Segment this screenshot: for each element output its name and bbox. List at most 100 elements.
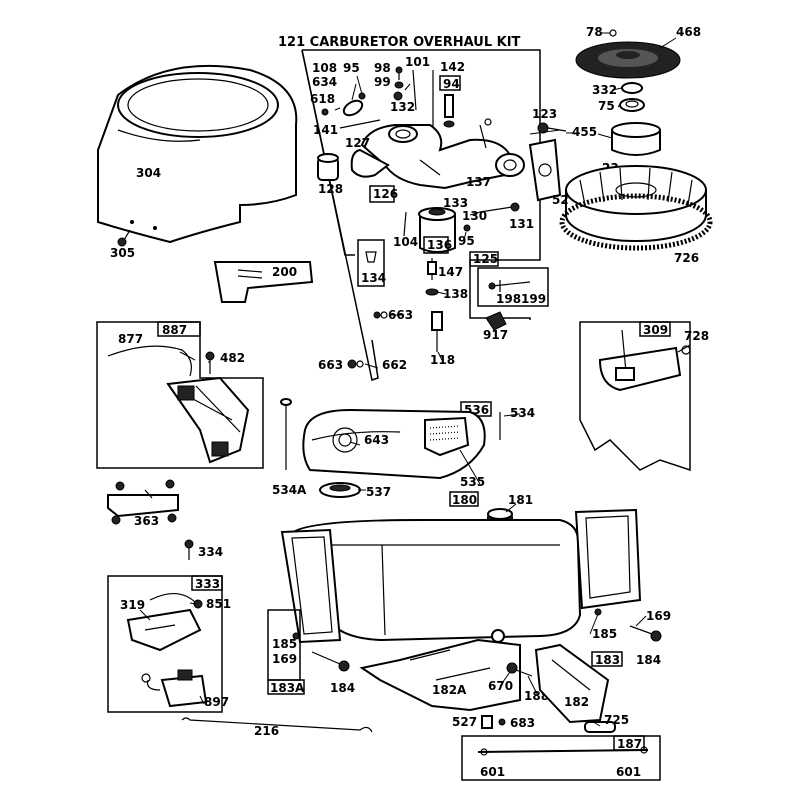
label-728: 728 — [684, 329, 709, 343]
clip-917 — [485, 311, 507, 331]
label-319: 319 — [120, 598, 145, 612]
bracket-182a — [359, 638, 521, 712]
box-126 — [369, 185, 395, 203]
box-198-199 — [477, 267, 549, 307]
choke-shaft-141 — [339, 119, 381, 129]
part-132-icon — [393, 91, 403, 101]
flywheel-23 — [559, 165, 713, 251]
needle-101 — [412, 69, 417, 111]
bolt-184b — [629, 625, 662, 642]
label-181: 181 — [508, 493, 533, 507]
label-534: 534 — [510, 406, 535, 420]
nut-663b — [347, 359, 364, 369]
label-95b: 95 — [458, 234, 475, 248]
label-634: 634 — [312, 75, 337, 89]
label-601a: 601 — [480, 765, 505, 779]
bracket-363 — [107, 479, 179, 525]
label-132: 132 — [390, 100, 415, 114]
label-134: 134 — [361, 271, 386, 285]
bolt-123 — [537, 122, 567, 134]
label-184a: 184 — [330, 681, 355, 695]
label-133: 133 — [443, 196, 468, 210]
label-363: 363 — [134, 514, 159, 528]
leader-lines — [139, 32, 677, 727]
label-118: 118 — [430, 353, 455, 367]
part-618-icon — [321, 108, 329, 116]
fuel-inlet-118 — [431, 311, 443, 352]
label-334: 334 — [198, 545, 223, 559]
label-142: 142 — [440, 60, 465, 74]
label-663b: 663 — [318, 358, 343, 372]
label-183a: 183A — [270, 681, 305, 695]
label-95a: 95 — [343, 61, 360, 75]
choke-plate-634 — [342, 99, 364, 117]
label-126: 126 — [373, 187, 398, 201]
carburetor-kit-outline-lower — [301, 49, 355, 256]
label-187: 187 — [617, 737, 642, 751]
box-309 — [579, 321, 691, 472]
label-332: 332 — [592, 83, 617, 97]
part-683-icon — [498, 718, 506, 726]
tank-strap-left — [280, 528, 342, 644]
label-601b: 601 — [616, 765, 641, 779]
box-134 — [357, 239, 385, 287]
diagram-title: 121 CARBURETOR OVERHAUL KIT — [278, 35, 521, 50]
label-199: 199 — [521, 292, 546, 306]
clutch-455 — [611, 122, 661, 156]
washer-332 — [621, 82, 643, 94]
fuel-tank — [288, 519, 582, 643]
label-169b: 169 — [646, 609, 671, 623]
screw-334 — [184, 539, 194, 560]
label-130: 130 — [462, 209, 487, 223]
screw-131 — [479, 206, 513, 213]
part-95b-icon — [463, 224, 471, 232]
part-95a-icon — [358, 92, 366, 100]
bowl-128 — [317, 153, 339, 181]
gasket-52 — [528, 138, 562, 202]
spacer-725 — [584, 721, 616, 733]
box-94 — [439, 75, 461, 91]
box-136 — [423, 236, 449, 254]
box-887 — [96, 321, 264, 469]
label-123: 123 — [532, 107, 557, 121]
label-537: 537 — [366, 485, 391, 499]
label-75: 75 — [598, 99, 615, 113]
blower-housing — [97, 64, 298, 244]
label-131: 131 — [509, 217, 534, 231]
label-185b: 185 — [592, 627, 617, 641]
label-198: 198 — [496, 292, 521, 306]
label-104: 104 — [393, 235, 418, 249]
label-52: 52 — [552, 193, 569, 207]
label-138: 138 — [443, 287, 468, 301]
label-725: 725 — [604, 713, 629, 727]
label-527: 527 — [452, 715, 477, 729]
label-78: 78 — [586, 25, 603, 39]
label-917: 917 — [483, 328, 508, 342]
screw-305 — [117, 229, 131, 247]
label-182: 182 — [564, 695, 589, 709]
label-125: 125 — [473, 252, 498, 266]
label-535: 535 — [460, 475, 485, 489]
label-877: 877 — [118, 332, 143, 346]
label-683: 683 — [510, 716, 535, 730]
label-216: 216 — [254, 724, 279, 738]
label-200: 200 — [272, 265, 297, 279]
air-cleaner-body — [302, 408, 486, 480]
bolt-184a — [311, 651, 350, 672]
label-137: 137 — [466, 175, 491, 189]
bracket-200 — [213, 261, 314, 303]
label-455: 455 — [572, 125, 597, 139]
screw-482 — [205, 351, 215, 374]
label-643: 643 — [364, 433, 389, 447]
label-468: 468 — [676, 25, 701, 39]
washer-138 — [425, 288, 439, 296]
label-534a: 534A — [272, 483, 307, 497]
label-98: 98 — [374, 61, 391, 75]
rod-216 — [181, 717, 373, 733]
bolt-188 — [506, 662, 533, 677]
screw-78-icon — [609, 29, 617, 37]
pin-104 — [403, 211, 407, 237]
label-183: 183 — [595, 653, 620, 667]
label-305: 305 — [110, 246, 135, 260]
